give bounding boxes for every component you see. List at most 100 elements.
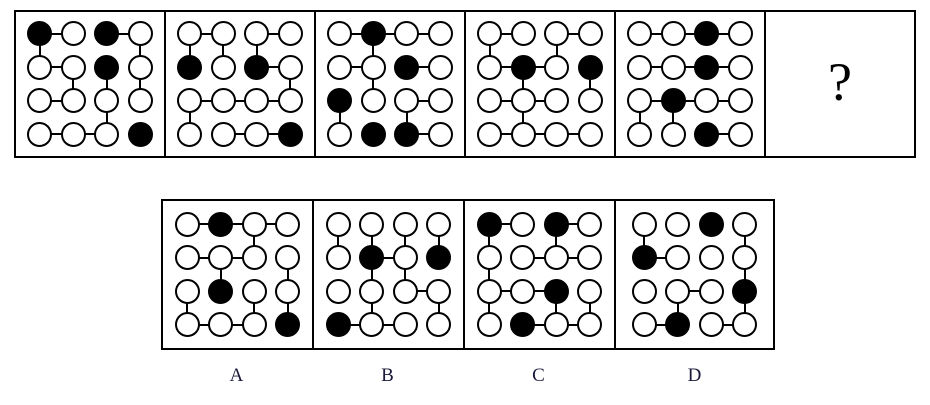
question-mark: ? — [828, 51, 852, 112]
edge-horizontal — [500, 290, 511, 292]
node-empty — [325, 211, 351, 237]
edge-vertical — [743, 269, 746, 280]
node-empty — [732, 211, 757, 237]
node-empty — [727, 121, 753, 147]
node-empty — [392, 312, 418, 337]
edge-vertical — [338, 112, 341, 123]
edge-horizontal — [684, 99, 695, 102]
edge-horizontal — [51, 66, 62, 68]
node-empty — [127, 54, 153, 80]
node-empty — [627, 88, 652, 113]
edge-vertical — [488, 45, 491, 56]
node-empty — [665, 278, 690, 304]
node-empty — [275, 245, 300, 270]
node-filled — [631, 245, 657, 270]
node-empty — [510, 278, 535, 304]
edge-horizontal — [51, 32, 62, 35]
node-empty — [244, 121, 269, 147]
edge-vertical — [488, 269, 490, 280]
node-empty — [510, 245, 535, 270]
node-empty — [177, 21, 202, 46]
node-lattice — [327, 21, 453, 147]
node-empty — [394, 21, 419, 46]
edge-vertical — [643, 235, 645, 246]
node-empty — [241, 245, 267, 270]
node-lattice — [477, 21, 603, 147]
edge-horizontal — [534, 256, 545, 259]
edge-vertical — [372, 45, 374, 56]
node-filled — [94, 21, 119, 46]
node-empty — [241, 211, 267, 237]
option-panel-d[interactable] — [616, 201, 773, 348]
node-empty — [177, 121, 202, 147]
node-empty — [631, 211, 657, 237]
edge-horizontal — [684, 32, 695, 35]
option-panel-b[interactable] — [314, 201, 465, 348]
node-empty — [544, 121, 569, 147]
edge-vertical — [555, 302, 557, 313]
edge-vertical — [743, 235, 746, 246]
node-empty — [543, 312, 569, 337]
edge-horizontal — [689, 290, 700, 292]
sequence-panel-unknown: ? — [766, 12, 914, 156]
option-panel-a[interactable] — [163, 201, 314, 348]
edge-horizontal — [684, 66, 695, 68]
node-lattice — [174, 211, 301, 338]
node-filled — [694, 54, 719, 80]
node-lattice — [631, 211, 758, 338]
edge-horizontal — [265, 223, 276, 225]
node-empty — [544, 88, 569, 113]
edge-horizontal — [118, 32, 129, 35]
node-empty — [127, 21, 153, 46]
sequence-panel-3 — [316, 12, 466, 156]
node-empty — [510, 88, 536, 113]
node-empty — [544, 21, 569, 46]
node-empty — [627, 21, 652, 46]
edge-vertical — [188, 112, 191, 123]
node-empty — [476, 312, 502, 337]
node-filled — [476, 211, 502, 237]
edge-vertical — [289, 78, 291, 89]
node-empty — [327, 21, 352, 46]
edge-horizontal — [84, 133, 95, 135]
node-empty — [325, 245, 351, 270]
sequence-panel-2 — [166, 12, 316, 156]
edge-horizontal — [418, 66, 429, 68]
node-filled — [394, 54, 419, 80]
edge-horizontal — [383, 323, 394, 326]
node-empty — [727, 88, 753, 113]
node-empty — [208, 312, 233, 337]
node-empty — [127, 88, 153, 113]
node-empty — [360, 88, 386, 113]
node-empty — [174, 278, 200, 304]
edge-horizontal — [501, 133, 512, 135]
edge-horizontal — [567, 256, 578, 259]
node-empty — [275, 211, 300, 237]
edge-vertical — [588, 302, 591, 313]
edge-vertical — [105, 78, 108, 89]
node-filled — [698, 211, 724, 237]
node-empty — [244, 21, 269, 46]
edge-horizontal — [534, 99, 545, 102]
node-empty — [477, 88, 502, 113]
node-filled — [127, 121, 153, 147]
node-filled — [360, 21, 386, 46]
option-label-b: B — [381, 365, 394, 386]
node-empty — [660, 121, 686, 147]
node-empty — [94, 88, 119, 113]
edge-vertical — [186, 302, 188, 313]
node-filled — [325, 312, 351, 337]
node-empty — [177, 88, 202, 113]
edge-horizontal — [351, 66, 362, 68]
node-empty — [394, 88, 419, 113]
node-empty — [27, 54, 52, 80]
option-panel-c[interactable] — [465, 201, 616, 348]
node-empty — [477, 121, 502, 147]
node-lattice — [27, 21, 153, 147]
sequence-panel-1 — [16, 12, 166, 156]
sequence-panel-5 — [616, 12, 766, 156]
edge-vertical — [370, 235, 373, 246]
node-empty — [210, 21, 236, 46]
edge-horizontal — [500, 223, 511, 225]
